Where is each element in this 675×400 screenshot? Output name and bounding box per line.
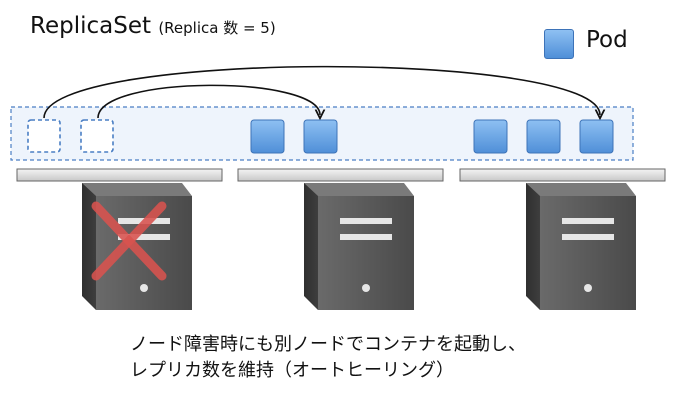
- caption-line-1: ノード障害時にも別ノードでコンテナを起動し、: [130, 334, 526, 355]
- server-icon: [304, 183, 414, 310]
- migration-arrow-1: [43, 65, 600, 118]
- pod-running: [303, 119, 338, 154]
- title-sub: (Replica 数 = 5): [158, 19, 276, 37]
- node-shelf-1: [16, 168, 223, 182]
- migration-arrow-2: [97, 84, 320, 118]
- pod-running: [579, 119, 614, 154]
- node-shelf-3: [459, 168, 666, 182]
- node-shelf-2: [237, 168, 444, 182]
- pod-missing-2: [80, 119, 114, 153]
- title-main: ReplicaSet: [30, 13, 151, 39]
- pod-legend-label: Pod: [586, 27, 628, 53]
- caption-line-2: レプリカ数を維持（オートヒーリング）: [130, 360, 454, 381]
- server-icon: [526, 183, 636, 310]
- failure-x-icon: [91, 201, 167, 281]
- pod-running: [250, 119, 285, 154]
- pod-running: [473, 119, 508, 154]
- diagram-title: ReplicaSet (Replica 数 = 5): [30, 13, 276, 39]
- pod-running: [526, 119, 561, 154]
- pod-legend-swatch: [544, 29, 574, 59]
- pod-missing-1: [27, 119, 61, 153]
- caption: ノード障害時にも別ノードでコンテナを起動し、 レプリカ数を維持（オートヒーリング…: [130, 332, 526, 384]
